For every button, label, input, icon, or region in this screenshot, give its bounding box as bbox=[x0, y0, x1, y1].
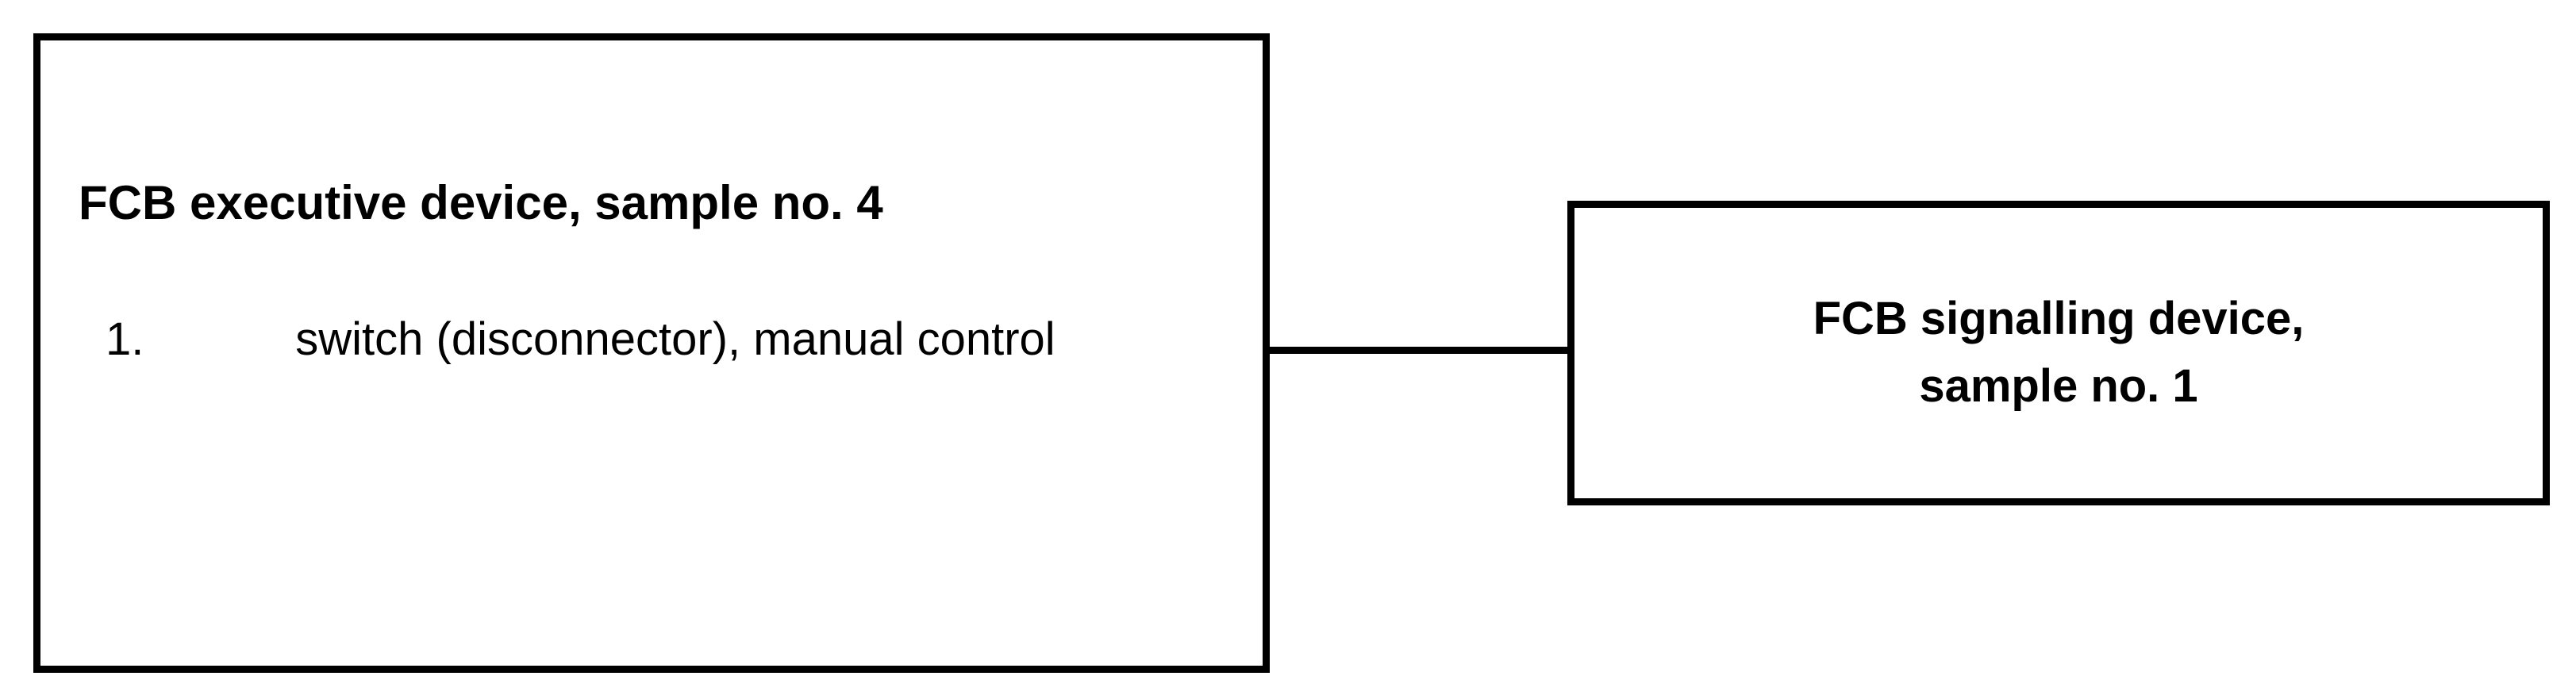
list-item: 1. switch (disconnector), manual control bbox=[72, 310, 1223, 369]
signalling-device-title-line-1: FCB signalling device, bbox=[1813, 293, 2305, 345]
list-item-label: switch (disconnector), manual control bbox=[166, 310, 1223, 369]
signalling-device-title-line-2: sample no. 1 bbox=[1919, 360, 2198, 412]
connector-line-executive-to-signalling bbox=[1266, 347, 1572, 354]
executive-device-item-list: 1. switch (disconnector), manual control bbox=[72, 310, 1223, 369]
list-item-marker: 1. bbox=[106, 313, 144, 365]
node-signalling-device: FCB signalling device, sample no. 1 bbox=[1567, 201, 2550, 505]
node-executive-device: FCB executive device, sample no. 4 1. sw… bbox=[33, 33, 1270, 673]
list-item-label-line-2: control bbox=[917, 313, 1055, 365]
node-executive-device-content: FCB executive device, sample no. 4 1. sw… bbox=[40, 40, 1263, 666]
executive-device-title: FCB executive device, sample no. 4 bbox=[79, 176, 883, 229]
node-signalling-device-content: FCB signalling device, sample no. 1 bbox=[1574, 208, 2543, 498]
list-item-label-line-1: switch (disconnector), manual bbox=[295, 313, 905, 365]
